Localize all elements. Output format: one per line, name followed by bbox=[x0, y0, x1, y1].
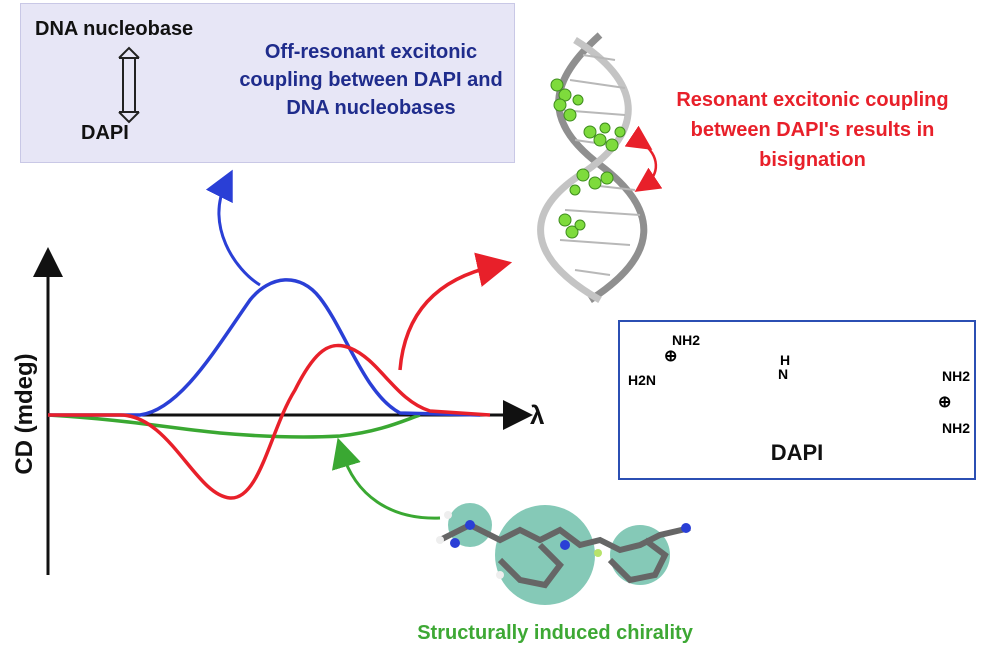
plus-charge-right-icon: ⊕ bbox=[938, 394, 952, 411]
blue-arrow bbox=[205, 169, 261, 287]
resonant-coupling-note: Resonant excitonic coupling between DAPI… bbox=[676, 89, 949, 171]
double-arrow-icon bbox=[118, 46, 140, 124]
blue-curve bbox=[48, 278, 481, 417]
coupling-info-panel: DNA nucleobase DAPI Off-resonant exciton… bbox=[20, 3, 515, 163]
dna-helix-image bbox=[537, 32, 663, 304]
dapi-label-small: DAPI bbox=[81, 122, 129, 144]
atom-label-h: H bbox=[780, 352, 791, 368]
green-arrow bbox=[331, 437, 441, 520]
atom-label-n: N bbox=[778, 366, 789, 382]
atom-label-nh2-right-bottom: NH2 bbox=[942, 420, 971, 436]
atom-label-h2n: H2N bbox=[628, 372, 657, 388]
dapi-structure-box: NH2 H2N NH2 NH2 ⊕ ⊕ H N DAPI bbox=[618, 320, 976, 480]
x-axis-label: λ bbox=[530, 400, 545, 430]
red-curve bbox=[48, 343, 491, 500]
dapi-name-label: DAPI bbox=[770, 440, 824, 465]
green-curve bbox=[47, 413, 421, 439]
off-resonant-description: Off-resonant excitonic coupling between … bbox=[239, 41, 503, 119]
y-axis-label: CD (mdeg) bbox=[11, 353, 38, 475]
dna-nucleobase-label: DNA nucleobase bbox=[35, 18, 194, 40]
molecule-model-image bbox=[436, 503, 691, 605]
chirality-note: Structurally induced chirality bbox=[417, 622, 693, 644]
plus-charge-left-icon: ⊕ bbox=[664, 348, 678, 365]
red-arrow bbox=[398, 252, 513, 371]
atom-label-nh2-top: NH2 bbox=[672, 332, 701, 348]
atom-label-nh2-right-top: NH2 bbox=[942, 368, 971, 384]
